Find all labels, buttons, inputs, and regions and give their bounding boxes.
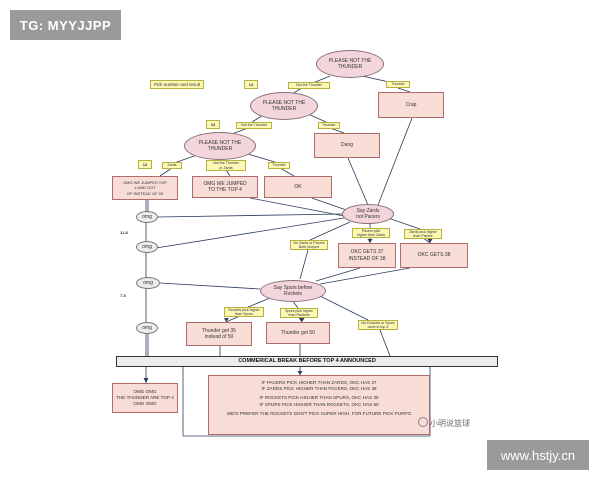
result-omg-jumped-top4-2: OMG WE JUMPED TO THE TOP 4 [192, 176, 258, 198]
result-thunder-get-35: Thunder get 35 instead of 50 [186, 322, 252, 346]
summary-box: IF PACERS PICK HIGHER THAN ZARDS, OKC HA… [208, 375, 430, 435]
edge-jumped-zards [249, 197, 345, 217]
edge-q2-c4 [307, 113, 327, 123]
arrow-6 [299, 318, 305, 322]
arrow-5 [224, 318, 229, 322]
summary-line-5: WE'D PREFER THE ROCKETS DON'T PICK SUPER… [226, 410, 412, 416]
summary-line-3: IF ROCKETS PICK HIGHER THAN SPURS, OKC H… [259, 395, 379, 401]
edge-spurs-c13 [315, 293, 369, 321]
result-crap: Crap [378, 92, 444, 118]
arrow-3 [367, 239, 373, 243]
watermark-logo-icon [418, 417, 428, 427]
edge-c5-box [159, 167, 173, 177]
watermark-bottom-right: www.hstjy.cn [487, 440, 589, 470]
result-omg-jumped-top4-1: OMG WE JUMPED TOP 4 AND GOT OF INSTEAD O… [112, 176, 178, 200]
result-ok: OK [264, 176, 332, 198]
cond-not-thunder-2: Not the Thunder [236, 122, 272, 129]
result-dang: Dang [314, 133, 380, 158]
watermark-center: 小明说篮球 [418, 417, 470, 429]
cond-pacers-higher-than-zards: Pacers pick higher than Zards [352, 228, 390, 238]
omg-oval-4: omg [136, 322, 158, 334]
cond-no-zards-or-pacers: No Zards or Pacers Both jumped [290, 240, 328, 250]
result-okc-gets-37: OKC GETS 37 INSTEAD OF 38 [338, 243, 396, 268]
edge-c13-banner [379, 329, 391, 357]
edge-okc38-spurs [319, 267, 411, 285]
please-not-thunder-oval-2: PLEASE NOT THE THUNDER [250, 92, 318, 120]
cond-thunder-1: Thunder [386, 81, 410, 88]
watermark-center-text: 小明说篮球 [430, 419, 470, 428]
pick-12-label: 12 [138, 160, 152, 169]
edge-spurs-c11 [247, 297, 271, 308]
pick-7-5-label: 7-5 [120, 293, 126, 298]
edge-q3-c7 [247, 153, 279, 164]
say-spurs-before-rockets-oval: Say Spurs before Rockets [260, 280, 326, 302]
cond-no-rockets-or-spurs: No Rockets or Spurs done in top 4 [358, 320, 398, 330]
pick-number-note: Pick number and result [150, 80, 205, 89]
pick-13-label: 13 [206, 120, 220, 129]
edge-omg3-spurs [159, 282, 261, 290]
summary-line-1: IF PACERS PICK HIGHER THAN ZARDS, OKC HA… [261, 380, 377, 385]
cond-rockets-higher-than-spurs: Rockets pick higher than Spurs [224, 307, 264, 317]
cond-zards-higher-than-pacers: Zards pick higher than Pacers [404, 229, 442, 239]
arrow-2 [297, 371, 303, 375]
cond-zards: Zards [162, 162, 182, 169]
watermark-top-left: TG: MYYJJPP [10, 10, 121, 40]
edge-crap-zards [377, 117, 413, 206]
cond-thunder-2: Thunder [318, 122, 340, 129]
edge-c2-crap [397, 87, 411, 93]
summary-line-2: IF ZARDS PICK HIGHER THAN PACERS, OKC HA… [261, 386, 377, 392]
cond-spurs-higher-than-rockets: Spurs pick higher than Rockets [280, 308, 318, 318]
say-zards-not-pacers-oval: Say Zards not Pacers [342, 204, 394, 224]
edge-okc37-spurs [315, 267, 361, 282]
result-thunder-get-50: Thunder get 50 [266, 322, 330, 344]
cond-thunder-3: Thunder [268, 162, 290, 169]
edge-c7-ok [279, 167, 295, 177]
pick-14-label: 14 [244, 80, 258, 89]
please-not-thunder-oval-1: PLEASE NOT THE THUNDER [316, 50, 384, 78]
omg-oval-3: omg [136, 277, 160, 289]
edge-c11-t35 [225, 315, 241, 323]
edge-dang-zards [347, 157, 369, 206]
pick-11-8-label: 11-8 [120, 230, 128, 235]
please-not-thunder-oval-3: PLEASE NOT THE THUNDER [184, 132, 256, 160]
edge-zards-c10 [309, 221, 351, 241]
edge-c10-spurs [299, 249, 309, 280]
edge-zards-c9 [387, 217, 421, 230]
omg-oval-1: omg [136, 211, 158, 223]
result-omg-thunder-top4: OMG OMG THE THUNDER ARE TOP 4 OMG OMG [112, 383, 178, 413]
omg-oval-2: omg [136, 241, 158, 253]
edge-omg2-zards [155, 217, 345, 249]
edge-omg1-zards [157, 213, 343, 218]
commercial-break-banner: COMMERICAL BREAK BEFORE TOP 4 ANNOUNCED [116, 356, 498, 367]
cond-not-thunder-or-zards: Not the Thunder or Zards [206, 160, 246, 171]
summary-line-4: IF SPURS PICK HIGHER THAN ROCKETS, OKC H… [259, 401, 379, 407]
arrow-1 [143, 378, 149, 383]
result-okc-gets-38: OKC GETS 38 [400, 243, 468, 268]
edge-c6-box [225, 169, 231, 177]
cond-not-thunder-1: Not the Thunder [288, 82, 330, 89]
arrow-4 [427, 239, 433, 243]
